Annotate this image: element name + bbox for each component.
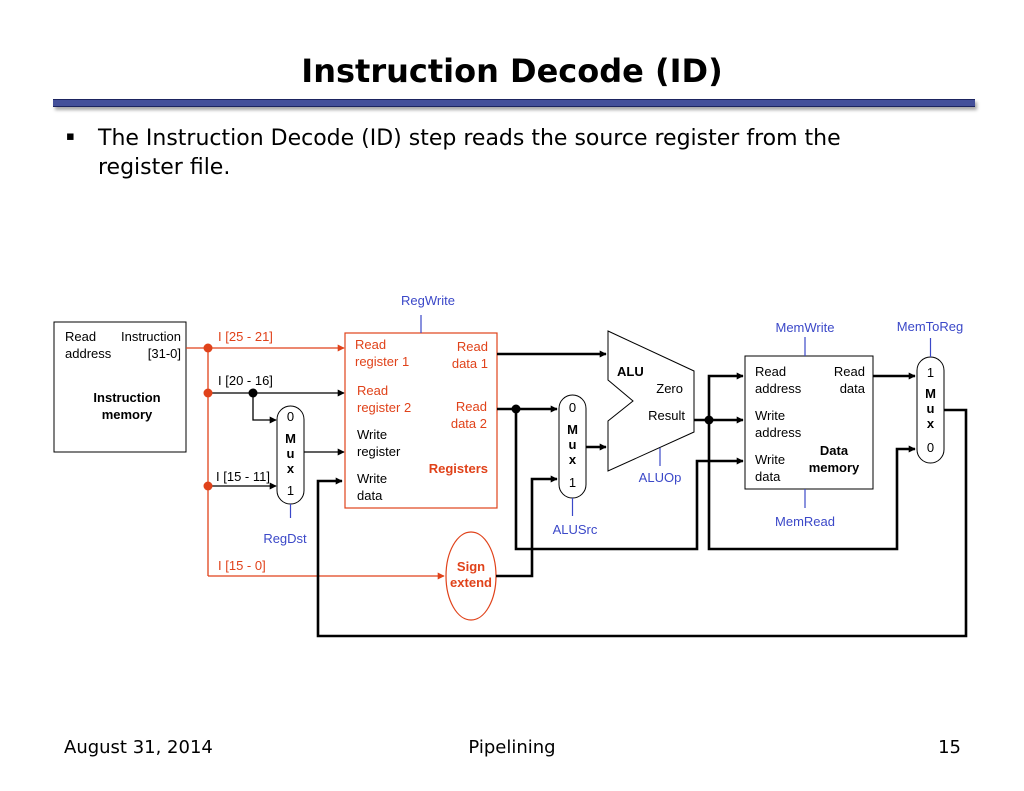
dmem-write-address-b: address (755, 425, 802, 440)
memtoreg-control-label: MemToReg (897, 319, 963, 334)
regwrite-control-label: RegWrite (401, 293, 455, 308)
field-imm-label: I [15 - 0] (218, 558, 266, 573)
dmem-write-address-a: Write (755, 408, 785, 423)
reg-write-data-a: Write (357, 471, 387, 486)
datapath-wires (316, 350, 968, 638)
dmem-read-address-b: address (755, 381, 802, 396)
reg-name: Registers (429, 461, 488, 476)
imem-name-1: Instruction (93, 390, 160, 405)
alusrc-control-label: ALUSrc (553, 522, 598, 537)
regdst-mux-u: u (287, 446, 295, 461)
memread-control-label: MemRead (775, 514, 835, 529)
regdst-mux: 0 M u x 1 RegDst (263, 405, 307, 546)
title-rule (53, 99, 975, 107)
reg-read-register-2-a: Read (357, 383, 388, 398)
sign-extend-1: Sign (457, 559, 485, 574)
reg-read-data-2-a: Read (456, 399, 487, 414)
alu-zero-label: Zero (656, 381, 683, 396)
imem-name-2: memory (102, 407, 153, 422)
reg-read-register-1-b: register 1 (355, 354, 409, 369)
register-file: RegWrite Read register 1 Read register 2… (344, 293, 498, 509)
alusrc-mux-x: x (569, 452, 577, 467)
memtoreg-mux-m: M (925, 386, 936, 401)
memwrite-control-label: MemWrite (776, 320, 835, 335)
memtoreg-mux: 1 M u x 0 MemToReg (897, 319, 963, 464)
reg-read-data-2-b: data 2 (451, 416, 487, 431)
reg-write-register-a: Write (357, 427, 387, 442)
imem-bits-label: [31-0] (148, 346, 181, 361)
memtoreg-mux-in1: 1 (927, 365, 934, 380)
reg-write-register-b: register (357, 444, 401, 459)
footer-topic: Pipelining (468, 737, 556, 758)
regdst-mux-in0: 0 (287, 409, 294, 424)
regdst-mux-m: M (285, 431, 296, 446)
reg-read-register-1-a: Read (355, 337, 386, 352)
dmem-write-data-a: Write (755, 452, 785, 467)
memtoreg-mux-u: u (927, 401, 935, 416)
data-memory: MemWrite MemRead Read address Write addr… (744, 320, 874, 529)
alusrc-mux-in1: 1 (569, 475, 576, 490)
alusrc-mux-in0: 0 (569, 400, 576, 415)
reg-read-data-1-a: Read (457, 339, 488, 354)
dmem-name-2: memory (809, 460, 860, 475)
slide-title: Instruction Decode (ID) (301, 52, 723, 90)
reg-read-register-2-b: register 2 (357, 400, 411, 415)
field-rt-label: I [20 - 16] (218, 373, 273, 388)
alusrc-mux-u: u (569, 437, 577, 452)
aluop-control-label: ALUOp (639, 470, 682, 485)
reg-read-data-1-b: data 1 (452, 356, 488, 371)
regdst-mux-in1: 1 (287, 483, 294, 498)
alusrc-mux-m: M (567, 422, 578, 437)
alusrc-mux: 0 M u x 1 ALUSrc (553, 394, 598, 537)
imem-instruction-label: Instruction (121, 329, 181, 344)
alu: ALU Zero Result ALUOp (607, 330, 695, 485)
alu-name: ALU (617, 364, 644, 379)
regdst-mux-x: x (287, 461, 295, 476)
memtoreg-mux-x: x (927, 416, 935, 431)
dmem-read-data-b: data (840, 381, 866, 396)
footer-date: August 31, 2014 (64, 737, 213, 758)
reg-write-data-b: data (357, 488, 383, 503)
alu-result-label: Result (648, 408, 685, 423)
dmem-read-address-a: Read (755, 364, 786, 379)
bullet-marker: ▪ (66, 129, 75, 144)
footer-page-number: 15 (938, 737, 961, 758)
bullet-text: The Instruction Decode (ID) step reads t… (98, 126, 841, 180)
instruction-field-wires (186, 344, 445, 580)
field-rs-label: I [25 - 21] (218, 329, 273, 344)
dmem-read-data-a: Read (834, 364, 865, 379)
field-rd-label: I [15 - 11] (216, 469, 270, 484)
memtoreg-mux-in0: 0 (927, 440, 934, 455)
dmem-write-data-b: data (755, 469, 781, 484)
sign-extend-2: extend (450, 575, 492, 590)
imem-read-label: Read (65, 329, 96, 344)
instruction-memory: Read address Instruction [31-0] Instruct… (53, 321, 187, 453)
sign-extend: Sign extend (445, 531, 497, 621)
regdst-control-label: RegDst (263, 531, 307, 546)
imem-address-label: address (65, 346, 112, 361)
dmem-name-1: Data (820, 443, 849, 458)
